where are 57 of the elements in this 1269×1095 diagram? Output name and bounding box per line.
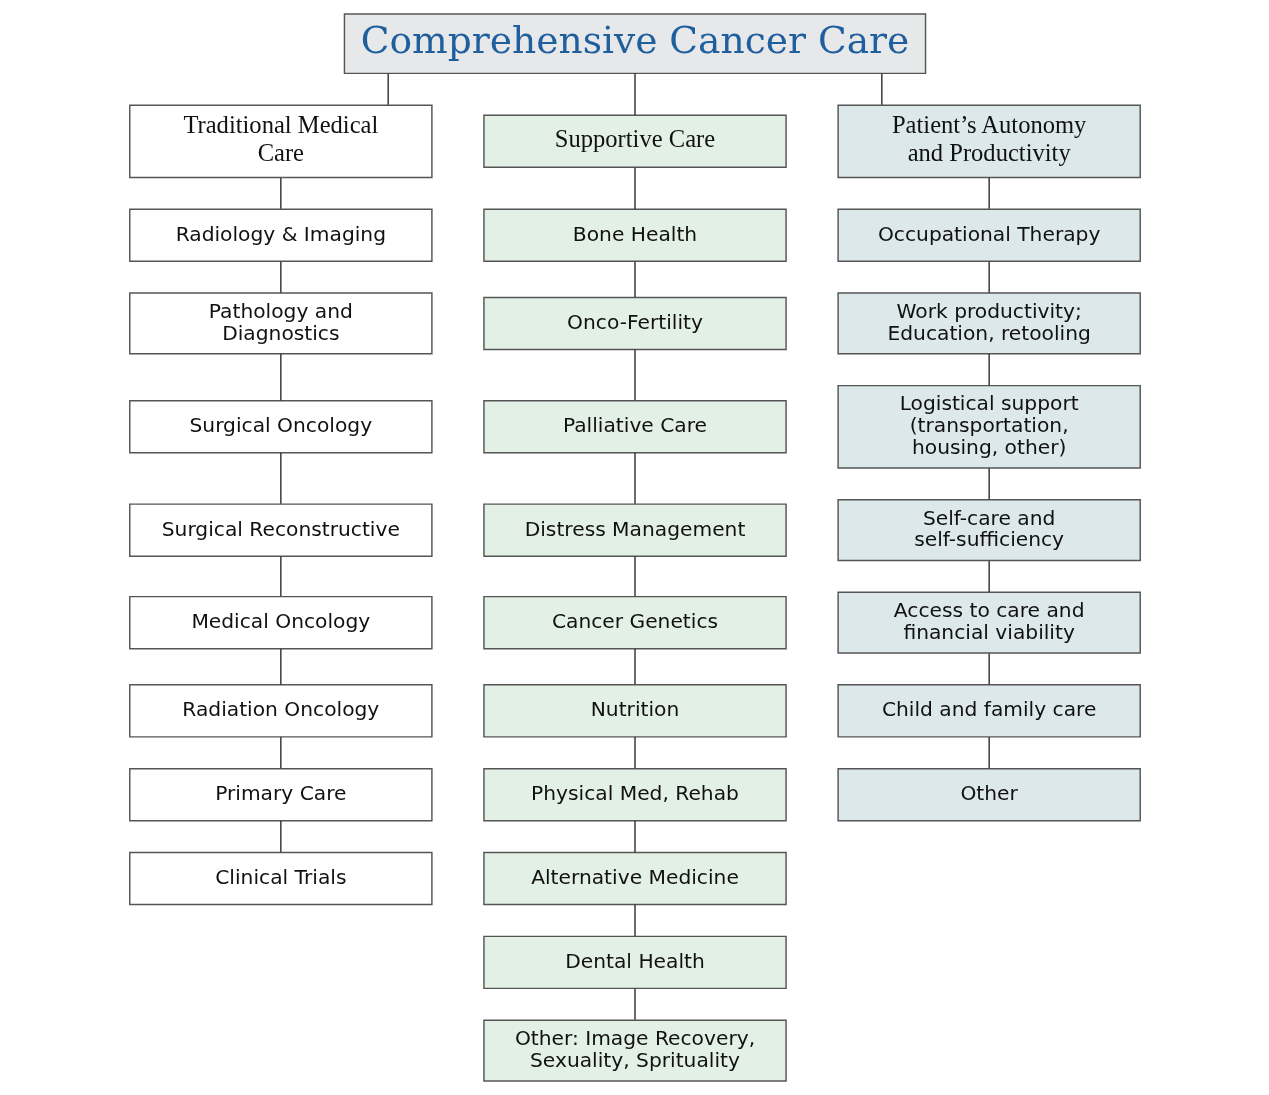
connector [633,72,636,116]
node-box: Primary Care [128,767,433,822]
connector [279,177,282,210]
connector [633,166,636,210]
connector [279,555,282,597]
connector [279,736,282,770]
connector [279,452,282,505]
connector [633,261,636,298]
connector [633,555,636,597]
node-box: Cancer Genetics [482,595,787,650]
connector [633,903,636,937]
node-box: Distress Management [482,503,787,557]
node-box: Other: Image Recovery, Sexuality, Sprituality [482,1019,787,1082]
node-box: Work productivity; Education, retooling [836,292,1141,355]
node-box: Radiation Oncology [128,684,433,738]
node-box: Occupational Therapy [836,208,1141,262]
connector [279,353,282,402]
node-box: Nutrition [482,684,787,738]
connector [987,560,990,594]
connector [279,820,282,853]
node-box: Medical Oncology [128,595,433,650]
node-box: Traditional Medical Care [128,104,433,179]
node-box: Supportive Care [482,114,787,169]
node-box: Child and family care [836,684,1141,738]
connector [386,72,389,106]
connector [987,467,990,500]
connector [633,452,636,505]
node-box: Patient’s Autonomy and Productivity [836,104,1141,179]
node-box: Comprehensive Cancer Care [343,13,926,75]
connector [633,820,636,853]
connector [987,652,990,686]
connector [633,648,636,686]
connector [880,72,883,106]
node-box: Logistical support (transportation, housing, other) [836,384,1141,469]
connector [633,988,636,1021]
connector [279,648,282,686]
node-box: Surgical Oncology [128,400,433,454]
connector [987,177,990,210]
node-box: Surgical Reconstructive [128,503,433,557]
connector [987,736,990,770]
node-box: Clinical Trials [128,851,433,906]
node-box: Radiology & Imaging [128,208,433,262]
node-box: Self-care and self-sufficiency [836,499,1141,562]
node-box: Pathology and Diagnostics [128,292,433,355]
node-box: Dental Health [482,935,787,990]
connector [633,736,636,770]
node-box: Palliative Care [482,400,787,454]
node-box: Bone Health [482,208,787,262]
connector [987,261,990,294]
connector [987,353,990,387]
node-box: Alternative Medicine [482,851,787,906]
node-box: Other [836,767,1141,822]
node-box: Onco-Fertility [482,296,787,351]
connector [633,348,636,402]
node-box: Access to care and financial viability [836,591,1141,654]
node-box: Physical Med, Rehab [482,767,787,822]
connector [279,261,282,294]
